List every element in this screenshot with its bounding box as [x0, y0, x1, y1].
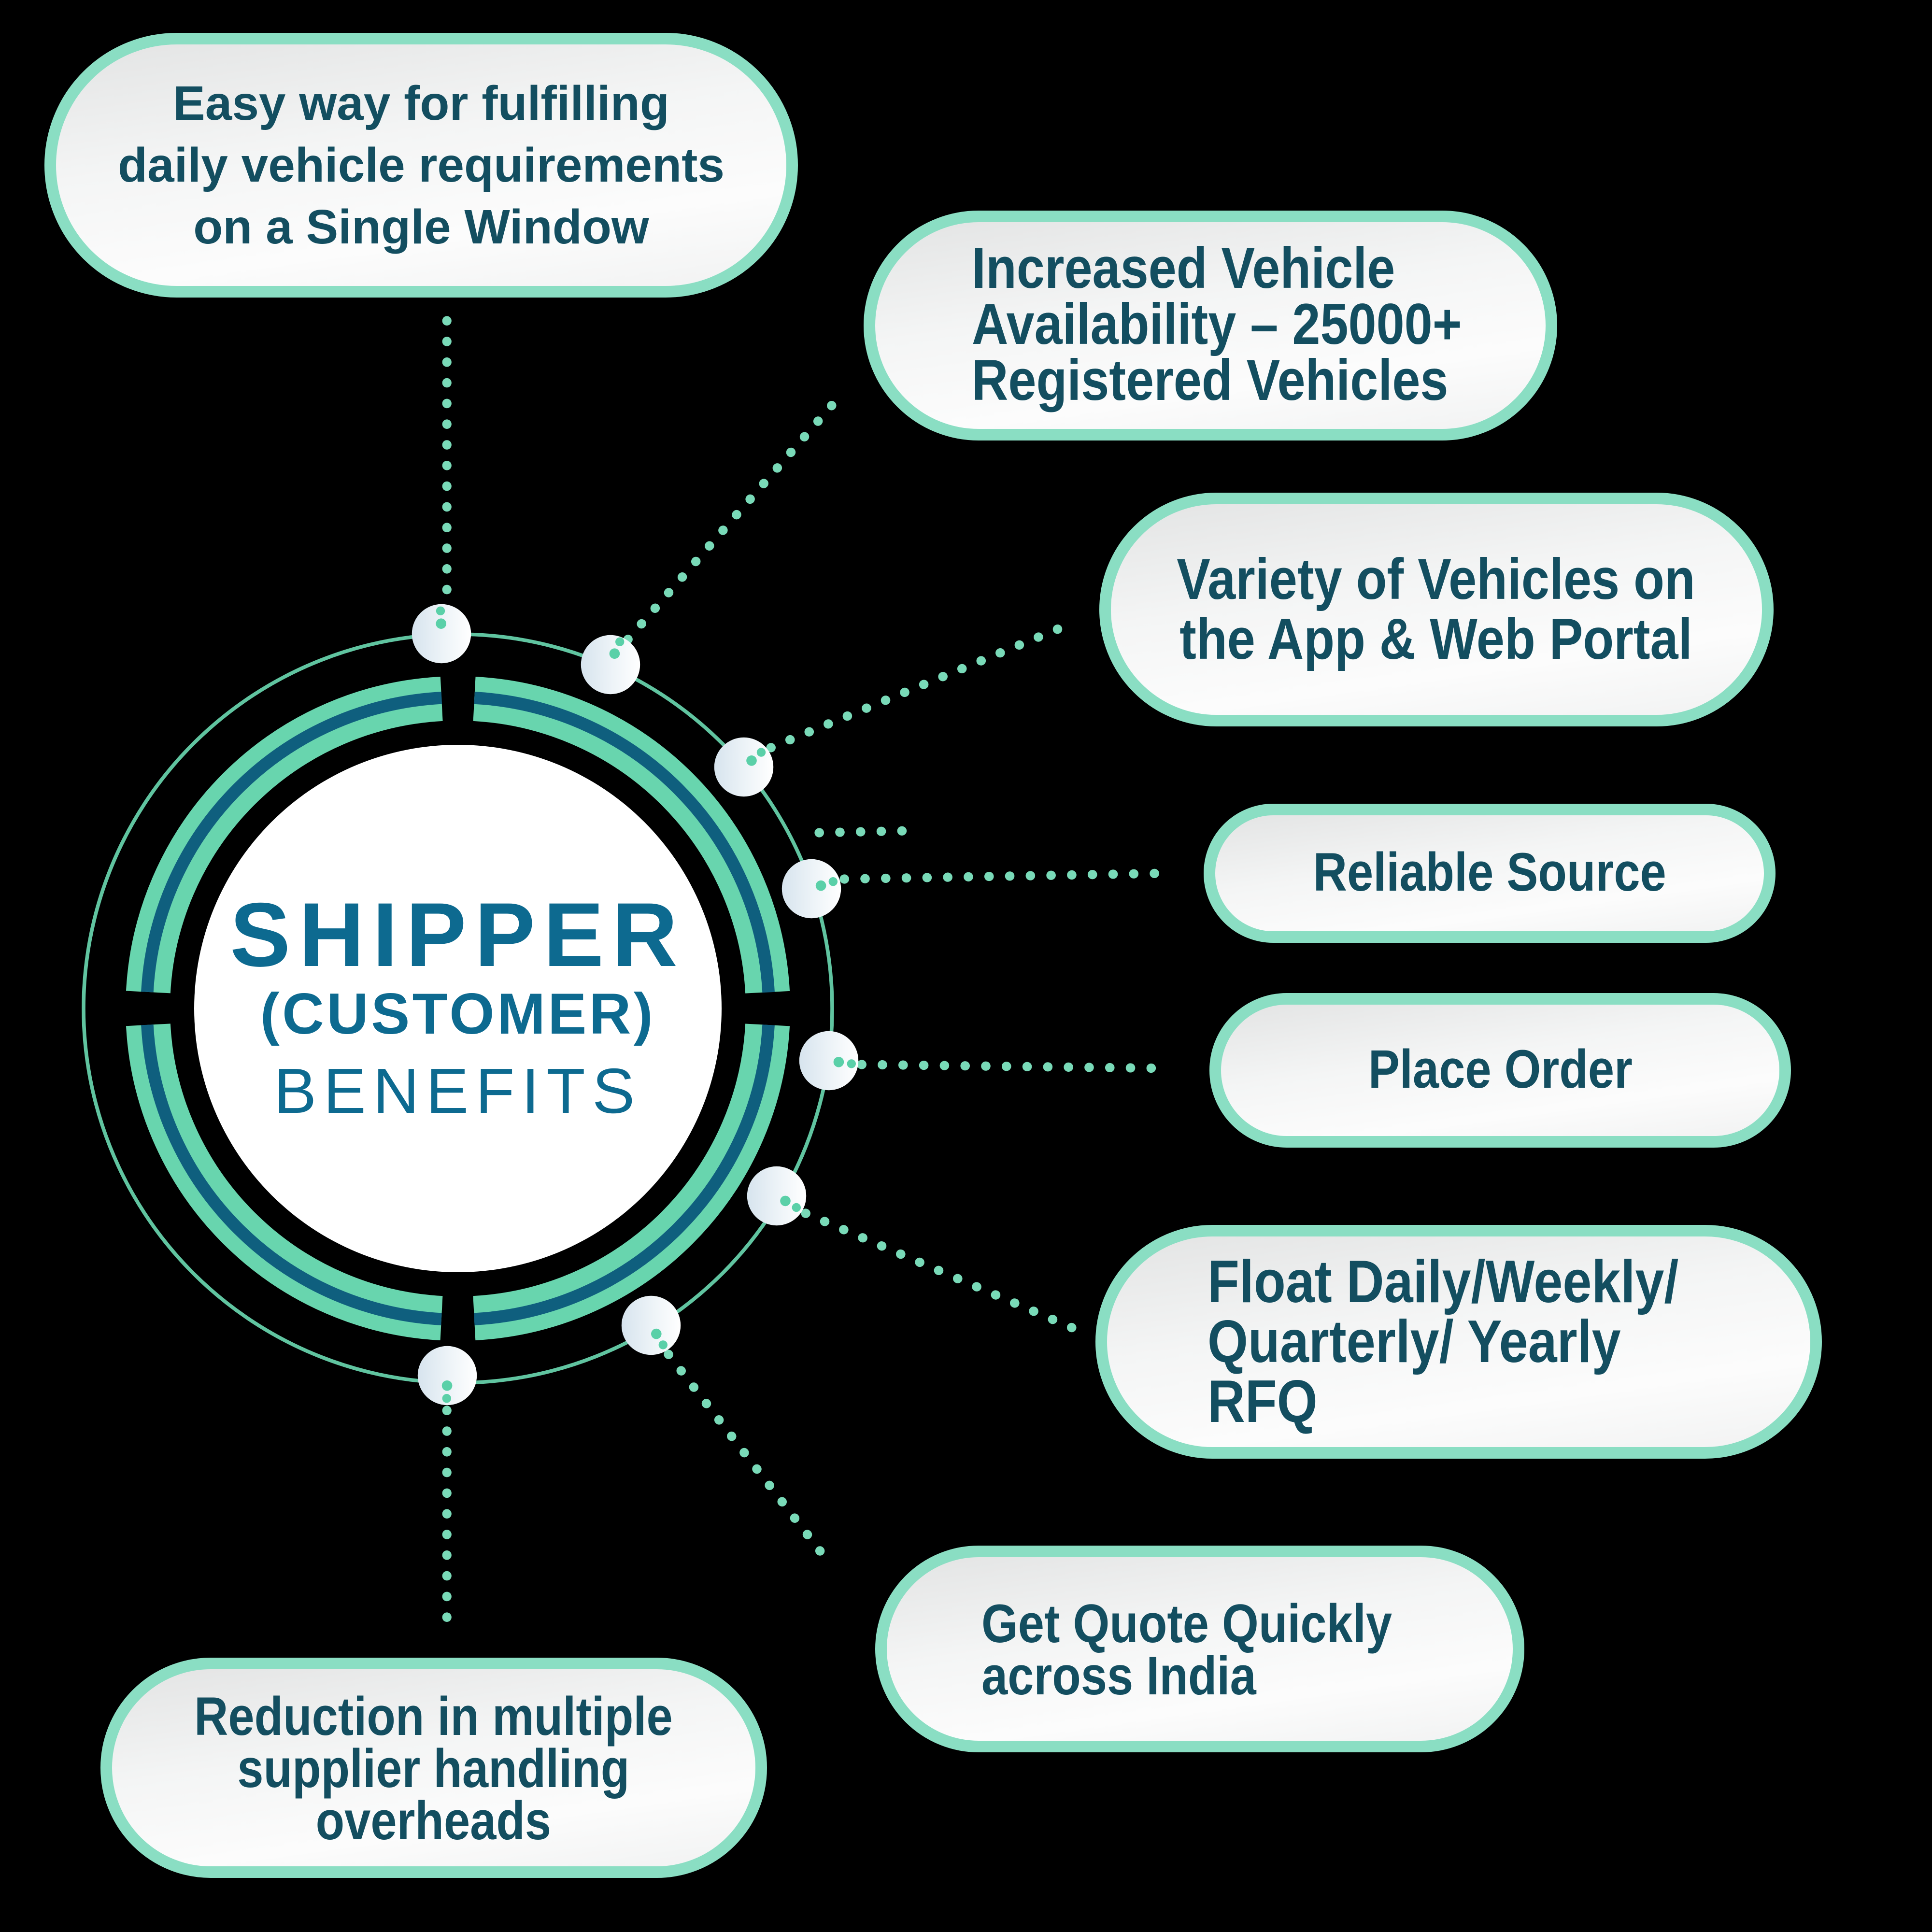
pill-reduction-overheads-label: Reduction in multiple supplier handling …	[194, 1686, 673, 1850]
connector-reliable	[839, 868, 1170, 884]
hub-title: SHIPPER (CUSTOMER) BENEFITS	[129, 883, 786, 1128]
node-variety	[714, 737, 774, 797]
pill-place-order: Place Order	[1209, 993, 1791, 1148]
connector-variety	[766, 623, 1065, 753]
node-float-rfq	[747, 1166, 807, 1226]
pill-easy-way: Easy way for fulfilling daily vehicle re…	[44, 33, 798, 298]
connector-reliable-short-segment	[814, 826, 913, 838]
hub-title-customer: (CUSTOMER)	[260, 983, 656, 1047]
node-reliable	[781, 859, 841, 919]
pill-get-quote-label: Get Quote Quickly across India	[981, 1593, 1392, 1705]
pill-place-order-label: Place Order	[1368, 1039, 1633, 1099]
pill-increased-availability: Increased Vehicle Availability – 25000+ …	[864, 211, 1557, 440]
pill-float-rfq: Float Daily/Weekly/ Quarterly/ Yearly RF…	[1095, 1225, 1822, 1459]
node-get-quote	[621, 1295, 681, 1355]
pill-easy-way-label: Easy way for fulfilling daily vehicle re…	[117, 76, 725, 254]
node-easy-way	[412, 604, 471, 664]
connector-float-rfq	[801, 1208, 1085, 1336]
connector-get-quote	[664, 1350, 836, 1570]
pill-reduction-overheads: Reduction in multiple supplier handling …	[100, 1658, 767, 1878]
connector-place-order	[857, 1060, 1176, 1073]
node-increased	[581, 635, 640, 695]
hub-circle	[194, 745, 722, 1272]
hub-title-benefits: BENEFITS	[274, 1055, 642, 1126]
node-reduction	[417, 1346, 477, 1406]
pill-increased-availability-label: Increased Vehicle Availability – 25000+ …	[972, 238, 1462, 413]
pill-reliable-source-label: Reliable Source	[1313, 842, 1666, 902]
pill-float-rfq-label: Float Daily/Weekly/ Quarterly/ Yearly RF…	[1208, 1248, 1679, 1435]
pill-variety-of-vehicles: Variety of Vehicles on the App & Web Por…	[1099, 493, 1774, 726]
pill-reliable-source: Reliable Source	[1204, 804, 1776, 943]
hub-title-shipper: SHIPPER	[230, 883, 686, 985]
pill-variety-of-vehicles-label: Variety of Vehicles on the App & Web Por…	[1177, 548, 1696, 671]
connector-increased	[623, 395, 841, 644]
pill-get-quote: Get Quote Quickly across India	[875, 1546, 1524, 1752]
node-place-order	[799, 1031, 859, 1091]
